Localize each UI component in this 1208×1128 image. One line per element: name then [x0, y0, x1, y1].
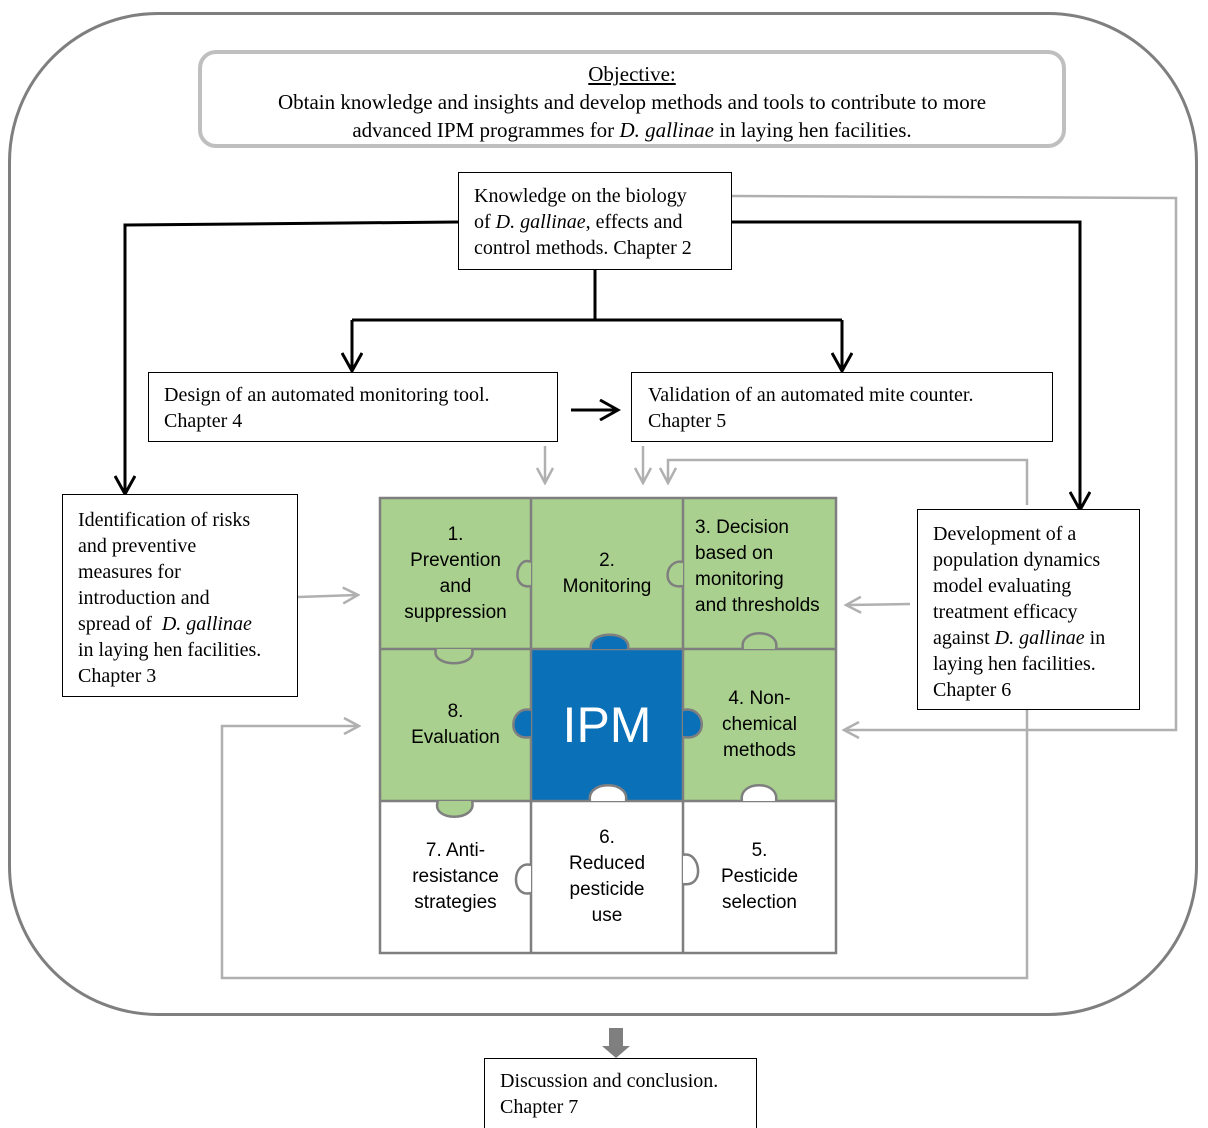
objective-line-1: Obtain knowledge and insights and develo… — [277, 90, 987, 114]
development-line-5-post: in — [1084, 627, 1106, 649]
tile-evaluation-label: 8. Evaluation — [411, 701, 500, 748]
discussion-box: Discussion and conclusion. Chapter 7 — [484, 1058, 757, 1128]
tile-prevention-label: 1. Prevention and suppression — [404, 523, 507, 623]
development-line-5-italic: D. gallinae — [994, 627, 1085, 649]
objective-heading: Objective: — [588, 62, 676, 86]
design-line-1: Design of an automated monitoring tool. — [164, 384, 490, 406]
identification-line-1: Identification of risks — [78, 509, 251, 531]
black-connectors — [125, 220, 1080, 509]
design-line-2: Chapter 4 — [164, 410, 243, 432]
objective-line-2-pre: advanced IPM programmes for — [352, 118, 620, 142]
tile-decision: 3. Decision based on monitoring and thre… — [683, 498, 836, 649]
validation-line-1: Validation of an automated mite counter. — [648, 384, 974, 406]
tile-prevention: 1. Prevention and suppression — [380, 498, 531, 649]
tile-anti-resistance-label: 7. Anti- resistance strategies — [412, 840, 499, 913]
objective-line-2-italic: D. gallinae — [619, 118, 714, 142]
discussion-line-1: Discussion and conclusion. — [500, 1070, 719, 1092]
tile-monitoring-label: 2. Monitoring — [562, 549, 652, 597]
identification-line-2: and preventive — [78, 535, 197, 557]
tile-non-chemical: 4. Non- chemical methods — [683, 649, 836, 801]
tile-pesticide-selection: 5. Pesticide selection — [683, 801, 836, 953]
development-line-7: Chapter 6 — [933, 679, 1012, 701]
tile-monitoring: 2. Monitoring — [531, 498, 683, 649]
grey-connectors — [220, 194, 1178, 980]
down-arrow-icon — [602, 1028, 630, 1058]
identification-line-3: measures for — [78, 561, 181, 583]
tile-reduced-pesticide-label: 6. Reduced pesticide use — [568, 827, 646, 926]
tile-anti-resistance: 7. Anti- resistance strategies — [380, 801, 531, 953]
knowledge-line-1: Knowledge on the biology — [474, 185, 687, 207]
identification-line-5-pre: spread of — [78, 613, 162, 635]
tile-evaluation: 8. Evaluation — [380, 649, 531, 801]
development-line-4: treatment efficacy — [933, 601, 1078, 623]
tile-pesticide-selection-label: 5. Pesticide selection — [720, 840, 799, 913]
identification-line-7: Chapter 3 — [78, 665, 157, 687]
tile-reduced-pesticide: 6. Reduced pesticide use — [531, 801, 683, 953]
objective-line-2-post: in laying hen facilities. — [713, 118, 912, 142]
knowledge-line-2-post: , effects and — [585, 211, 683, 233]
identification-line-6: in laying hen facilities. — [78, 639, 262, 661]
knowledge-line-2-italic: D. gallinae — [495, 211, 586, 233]
development-line-3: model evaluating — [933, 575, 1072, 597]
outer-frame — [8, 12, 1198, 1016]
discussion-line-2: Chapter 7 — [500, 1096, 579, 1118]
knowledge-line-2-pre: of — [474, 211, 496, 233]
development-box: Development of a population dynamics mod… — [917, 509, 1140, 710]
design-box: Design of an automated monitoring tool. … — [148, 372, 558, 442]
knowledge-box: Knowledge on the biology of D. gallinae,… — [458, 172, 732, 270]
development-line-2: population dynamics — [933, 549, 1101, 571]
tile-decision-label: 3. Decision based on monitoring and thre… — [695, 517, 820, 616]
tile-non-chemical-label: 4. Non- chemical methods — [722, 688, 797, 761]
knowledge-line-3: control methods. Chapter 2 — [474, 237, 692, 259]
validation-line-2: Chapter 5 — [648, 410, 727, 432]
identification-box: Identification of risks and preventive m… — [62, 494, 298, 697]
development-line-6: laying hen facilities. — [933, 653, 1096, 675]
objective-box: Objective: Obtain knowledge and insights… — [198, 50, 1066, 148]
identification-line-4: introduction and — [78, 587, 210, 609]
development-line-5-pre: against — [933, 627, 995, 649]
puzzle-grid — [378, 496, 838, 955]
puzzle-knobs — [434, 559, 778, 895]
tile-ipm: IPM — [531, 649, 683, 801]
development-line-1: Development of a — [933, 523, 1077, 545]
identification-line-5-italic: D. gallinae — [161, 613, 252, 635]
validation-box: Validation of an automated mite counter.… — [631, 372, 1053, 442]
